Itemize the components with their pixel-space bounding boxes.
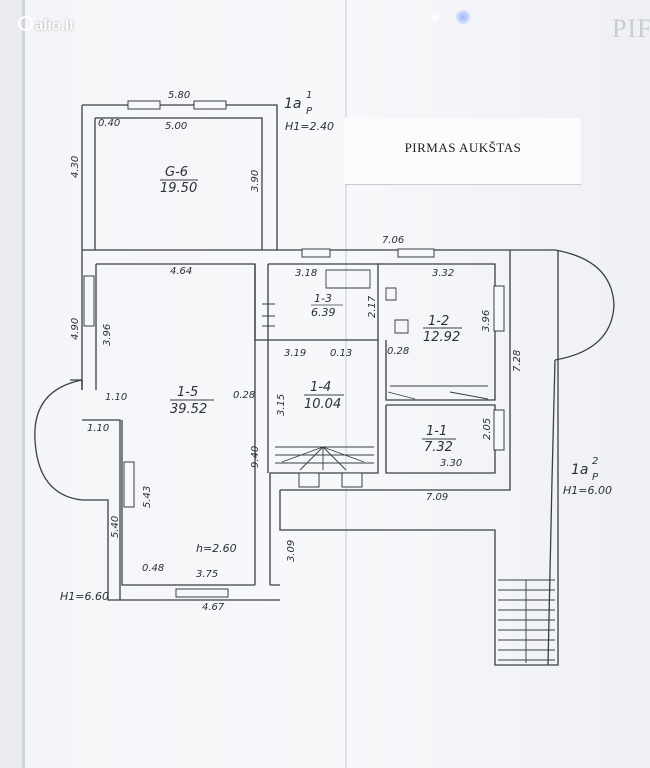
right-walls [280,250,511,491]
main-top-walls [81,249,510,585]
r15-inner-bottom [121,420,255,586]
corridor-walls [270,250,559,666]
left-lower-walls [82,419,280,601]
left-bay [34,379,83,501]
dim-r14-h: 3.15 [276,394,287,416]
room-13-area: 6.39 [311,306,336,319]
window-r11 [493,409,505,451]
dim-bottom-right: 7.09 [426,492,448,503]
dim-left-inner: 3.96 [102,324,113,346]
dim-r11-w: 3.30 [440,458,462,469]
dim-r11-h: 2.05 [482,418,493,440]
dim-bay-a: 1.10 [105,392,127,403]
window-bay [123,461,135,508]
plan-title: PIRMAS AUKŠTAS [404,140,522,155]
r12-cabinet [387,385,489,400]
dim-g6-outer: 5.80 [168,90,190,101]
window-left [83,275,95,327]
windows [83,100,505,598]
g6-walls [81,104,278,250]
title-label: PIRMAS AUKŠTAS [345,118,581,185]
dim-r12-top: 3.32 [432,268,454,279]
dim-bottom-wall: 0.48 [142,563,164,574]
dim-corr-h: 3.09 [286,540,297,562]
room-g6-area: 19.50 [160,181,197,196]
dim-r14-right: 0.28 [387,346,409,357]
room-height-mark: h=2.60 [196,542,237,555]
dim-r13-top: 3.18 [295,268,317,279]
room-12-area: 12.92 [423,330,460,345]
sheet-fold [345,0,347,768]
dim-r12-h: 3.96 [481,310,492,332]
window-r12 [397,248,435,258]
exterior-stair [498,579,555,663]
dim-g6-inner: 5.00 [165,121,187,132]
logo-text: alio.lt [35,17,75,34]
dim-g6-right: 3.90 [250,170,261,192]
dim-r14-left: 3.19 [284,348,306,359]
spiral-stair [275,446,374,471]
room-14-area: 10.04 [304,397,341,412]
window-right [493,285,505,332]
floor-mark-right-height: H1=6.00 [563,484,612,497]
bathtub [325,269,371,289]
window-bottom [175,588,229,598]
room-12-id: 1-2 [428,314,449,329]
window-g6-a [127,100,161,110]
brand-logo[interactable]: alio.lt [18,16,74,34]
central-walls [254,264,379,585]
sheet-edge [22,0,25,768]
dim-r15-right: 9.40 [250,446,261,468]
dim-right-total: 7.28 [512,350,523,372]
corner-fragment: PIF [612,14,650,43]
dim-bay-b: 1.10 [87,423,109,434]
dim-r15-left-low: 5.40 [110,516,121,538]
logo-ring-icon [18,16,33,31]
room-15-id: 1-5 [177,385,198,400]
dim-r13-h: 2.17 [367,295,378,318]
room-11-area: 7.32 [424,440,453,455]
dim-bottom-outer: 4.67 [202,602,225,613]
left-height-mark: H1=6.60 [60,590,109,603]
window-r13 [301,248,331,258]
light-glare [456,10,470,24]
floor-mark-upper-sub: P [306,106,313,117]
floor-mark-right-code: 1a [571,462,589,478]
dim-r15-bay: 5.43 [142,486,153,508]
room-13-id: 1-3 [314,292,332,305]
room-g6-id: G-6 [165,165,188,180]
fixtures [385,287,409,334]
shaft-left [262,303,275,327]
dim-g6-left: 4.30 [70,156,81,178]
terrace-arc [510,249,615,361]
walls [34,104,615,666]
floor-mark-upper-height: H1=2.40 [285,120,334,133]
floor-mark-right-sub: P [592,472,599,483]
room-15-area: 39.52 [170,402,207,417]
dim-g6-wall: 0.40 [98,118,120,129]
room-14-id: 1-4 [310,380,331,395]
room-11-id: 1-1 [426,424,447,439]
dimension-labels: 5.80 5.00 0.40 4.30 3.90 7.06 4.64 3.18 … [70,90,523,613]
dim-left-outer: 4.90 [70,318,81,340]
floor-mark-upper-sup: 1 [306,90,312,101]
window-g6-b [193,100,227,110]
dim-top-total: 7.06 [382,235,404,246]
light-glare-small [430,12,440,22]
floor-mark-right-sup: 2 [592,456,598,467]
stairs [262,269,555,663]
floor-mark-upper-code: 1a [284,96,302,112]
dim-r15-top: 4.64 [170,266,192,277]
door-b [341,472,363,488]
dim-bottom-inner: 3.75 [196,569,218,580]
terrace-line [547,359,556,666]
door-a [298,472,320,488]
dim-r14-mid: 0.13 [330,348,352,359]
dim-wall-a: 0.28 [233,390,255,401]
